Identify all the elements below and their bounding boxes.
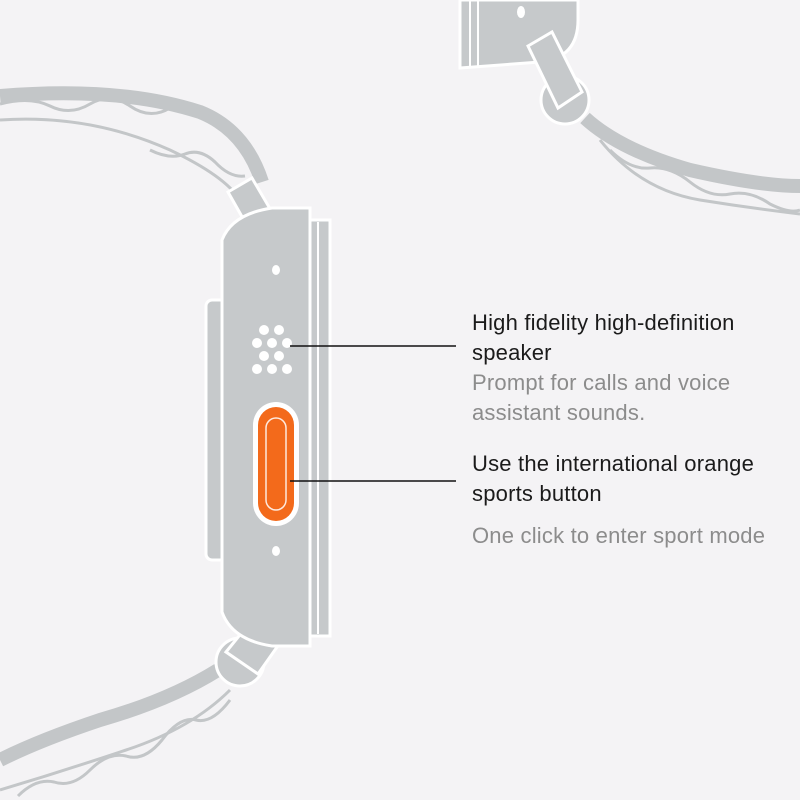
action-button-icon bbox=[253, 402, 299, 526]
speaker-callout-title: High fidelity high-definition speaker bbox=[472, 310, 735, 365]
sports-button-callout-description: One click to enter sport mode bbox=[472, 523, 766, 548]
speaker-callout: High fidelity high-definition speaker Pr… bbox=[472, 308, 798, 428]
sports-button-callout: Use the international orange sports butt… bbox=[472, 449, 798, 551]
speaker-grille-icon bbox=[252, 325, 292, 374]
sports-button-callout-title: Use the international orange sports butt… bbox=[472, 451, 755, 506]
lower-band bbox=[0, 617, 285, 798]
secondary-watch-fragment bbox=[458, 0, 800, 216]
speaker-callout-description: Prompt for calls and voice assistant sou… bbox=[472, 370, 731, 425]
